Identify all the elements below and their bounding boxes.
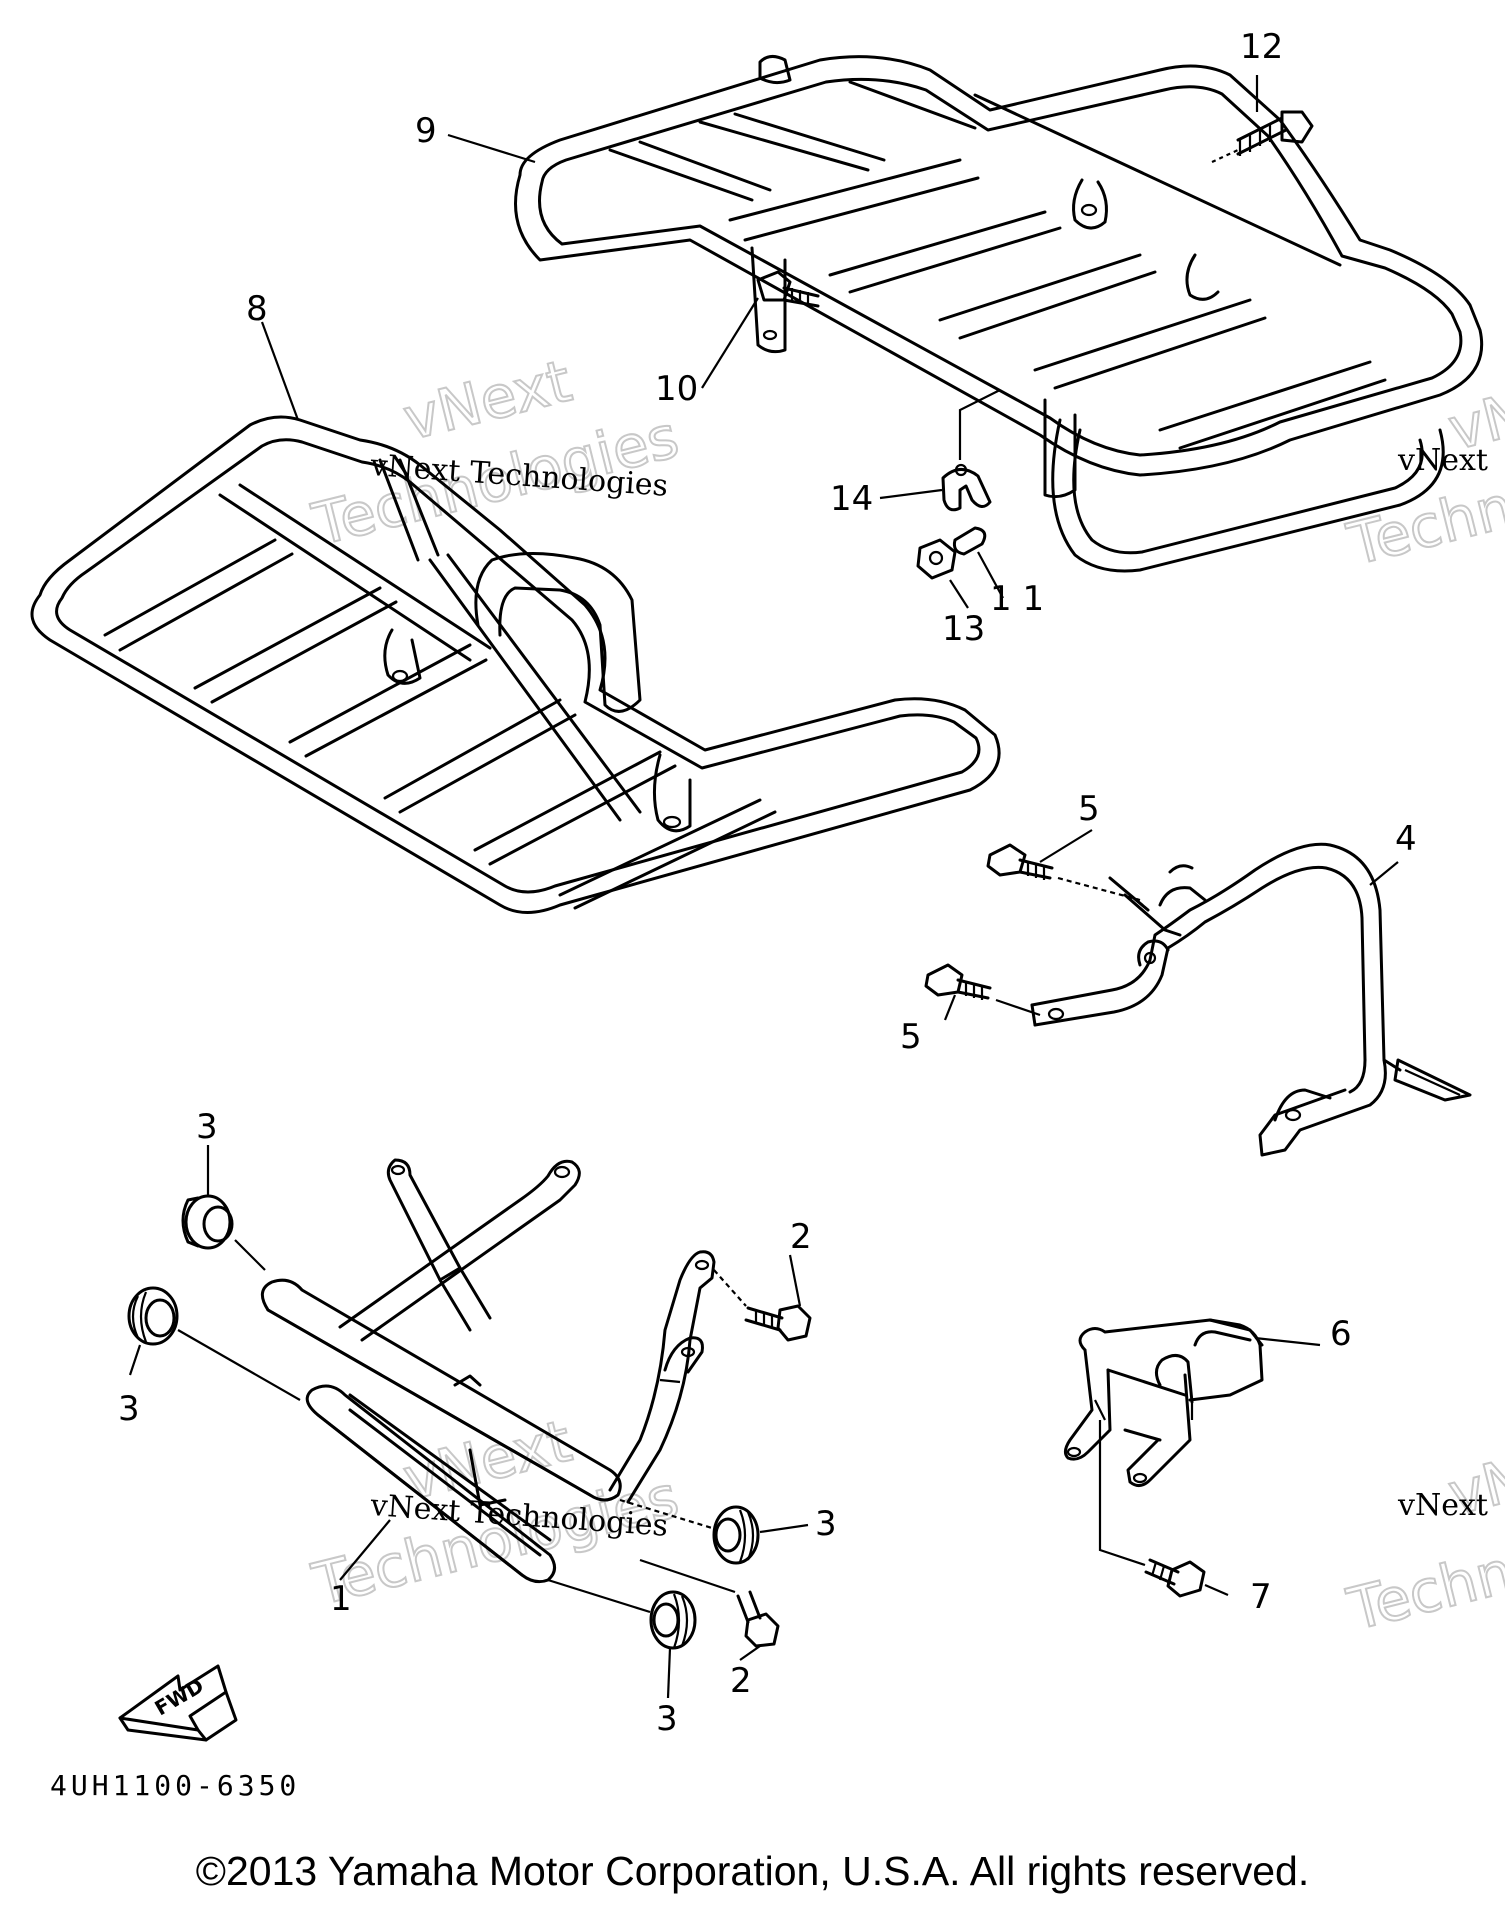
bolt-7 — [1144, 1558, 1206, 1598]
callout-9: 9 — [415, 111, 437, 151]
watermark-layer: vNext Technologies vNext Technologies vN… — [305, 346, 1505, 1645]
callout-10: 10 — [655, 369, 698, 409]
leader-lines — [128, 75, 1399, 1699]
callout-4: 4 — [1395, 819, 1417, 859]
callout-7: 7 — [1250, 1577, 1272, 1617]
callout-3-top: 3 — [196, 1107, 218, 1147]
bolt-pair-2 — [639, 1269, 812, 1648]
copyright-notice: ©2013 Yamaha Motor Corporation, U.S.A. A… — [195, 1848, 1310, 1894]
callout-5-upper: 5 — [1078, 789, 1100, 829]
callout-1: 1 — [330, 1579, 352, 1619]
callout-2-lower: 2 — [730, 1661, 752, 1701]
side-bracket-part — [1030, 842, 1472, 1157]
callout-8: 8 — [246, 289, 268, 329]
watermark-small-edge-2: vNext — [1397, 1488, 1488, 1523]
callout-3-left: 3 — [118, 1389, 140, 1429]
callout-12: 12 — [1240, 27, 1283, 67]
callout-6: 6 — [1330, 1314, 1352, 1354]
frame-bracket-part — [260, 1158, 716, 1584]
rear-carrier-part — [514, 55, 1484, 573]
bushing-group-3 — [127, 1194, 760, 1650]
callout-5-lower: 5 — [900, 1017, 922, 1057]
callout-3-bottom: 3 — [656, 1699, 678, 1739]
callout-labels: 12 9 8 10 14 1 1 13 5 4 5 3 2 6 3 3 1 7 … — [118, 27, 1417, 1739]
callout-13: 13 — [942, 609, 985, 649]
fwd-arrow: FWD — [118, 1664, 238, 1742]
callout-3-right: 3 — [815, 1504, 837, 1544]
callout-11: 1 1 — [990, 579, 1044, 619]
bolt-pair-5 — [924, 843, 1141, 1017]
support-bracket-part — [1063, 1318, 1264, 1567]
callout-2-upper: 2 — [790, 1217, 812, 1257]
callout-14: 14 — [830, 479, 873, 519]
front-carrier-part — [30, 415, 1001, 914]
watermark-big-edge-2: Techn — [1341, 1537, 1505, 1644]
diagram-code: 4UH1100-6350 — [50, 1769, 300, 1802]
watermark-big-edge: Techn — [1341, 472, 1505, 579]
hardware-group-top — [756, 110, 1314, 580]
